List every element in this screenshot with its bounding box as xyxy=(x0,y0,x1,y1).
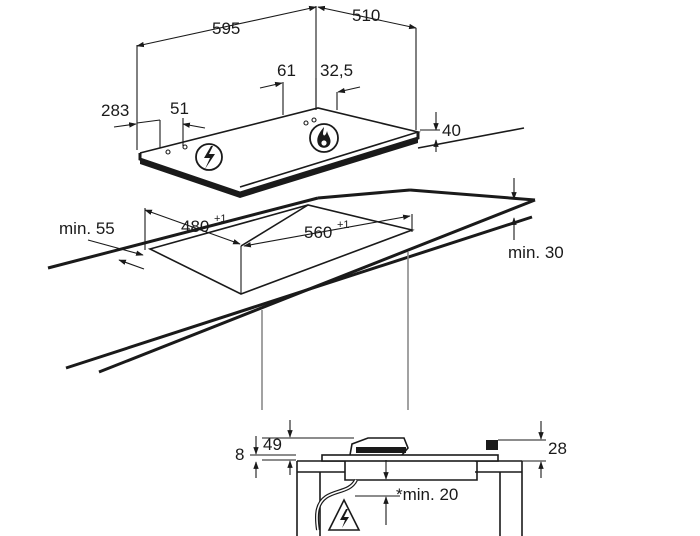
label-32-5: 32,5 xyxy=(320,61,353,80)
pan-support-section xyxy=(349,437,409,456)
burner-section xyxy=(356,447,406,453)
dim-283-51: 283 51 xyxy=(101,99,206,148)
dim-8: 8 xyxy=(235,436,296,478)
dim-560: 560 +1 xyxy=(243,214,413,248)
label-40: 40 xyxy=(442,121,461,140)
dim-28: 28 xyxy=(498,421,567,478)
dim-61-32-5: 61 32,5 xyxy=(259,61,361,115)
worktop-front-top-edge-right xyxy=(317,188,411,200)
label-49: 49 xyxy=(263,435,282,454)
hob-glass-section xyxy=(321,454,499,462)
control-dot xyxy=(165,149,171,155)
label-560: 560 xyxy=(304,223,332,242)
label-8: 8 xyxy=(235,445,244,464)
label-min-20: *min. 20 xyxy=(396,485,458,504)
section-view xyxy=(296,437,523,536)
knob-section xyxy=(486,440,498,450)
label-560-tolerance: +1 xyxy=(337,219,350,231)
lightning-bolt-icon xyxy=(327,498,361,531)
label-61: 61 xyxy=(277,61,296,80)
hob-thickness xyxy=(140,138,418,198)
label-28: 28 xyxy=(548,439,567,458)
worktop-front-edge xyxy=(98,198,536,374)
label-480-tolerance: +1 xyxy=(214,213,227,225)
label-min-30: min. 30 xyxy=(508,243,564,262)
cutout-inner-edge xyxy=(240,204,309,247)
hob-body-section xyxy=(344,461,478,481)
dim-min-20: *min. 20 xyxy=(355,460,458,525)
dim-min-30: min. 30 xyxy=(508,178,564,262)
label-510: 510 xyxy=(352,6,380,25)
label-51: 51 xyxy=(170,99,189,118)
worktop xyxy=(47,188,536,410)
label-480: 480 xyxy=(181,217,209,236)
lightning-bolt-icon xyxy=(195,143,223,171)
label-283: 283 xyxy=(101,101,129,120)
control-dot xyxy=(303,120,309,126)
dim-480: 480 +1 xyxy=(144,208,241,250)
label-595: 595 xyxy=(212,19,240,38)
gas-flame-icon xyxy=(309,123,339,153)
dim-49: 49 xyxy=(262,420,354,475)
dim-510: 510 xyxy=(317,5,417,130)
worktop-back-edge xyxy=(417,127,525,149)
worktop-right-edge xyxy=(409,188,536,202)
control-dot xyxy=(311,117,317,123)
hob-unit xyxy=(138,107,422,198)
dim-min-55: min. 55 xyxy=(59,219,145,270)
label-min-55: min. 55 xyxy=(59,219,115,238)
dim-40: 40 xyxy=(420,112,461,152)
hob-top-outline xyxy=(139,107,422,188)
control-dot xyxy=(182,144,188,150)
